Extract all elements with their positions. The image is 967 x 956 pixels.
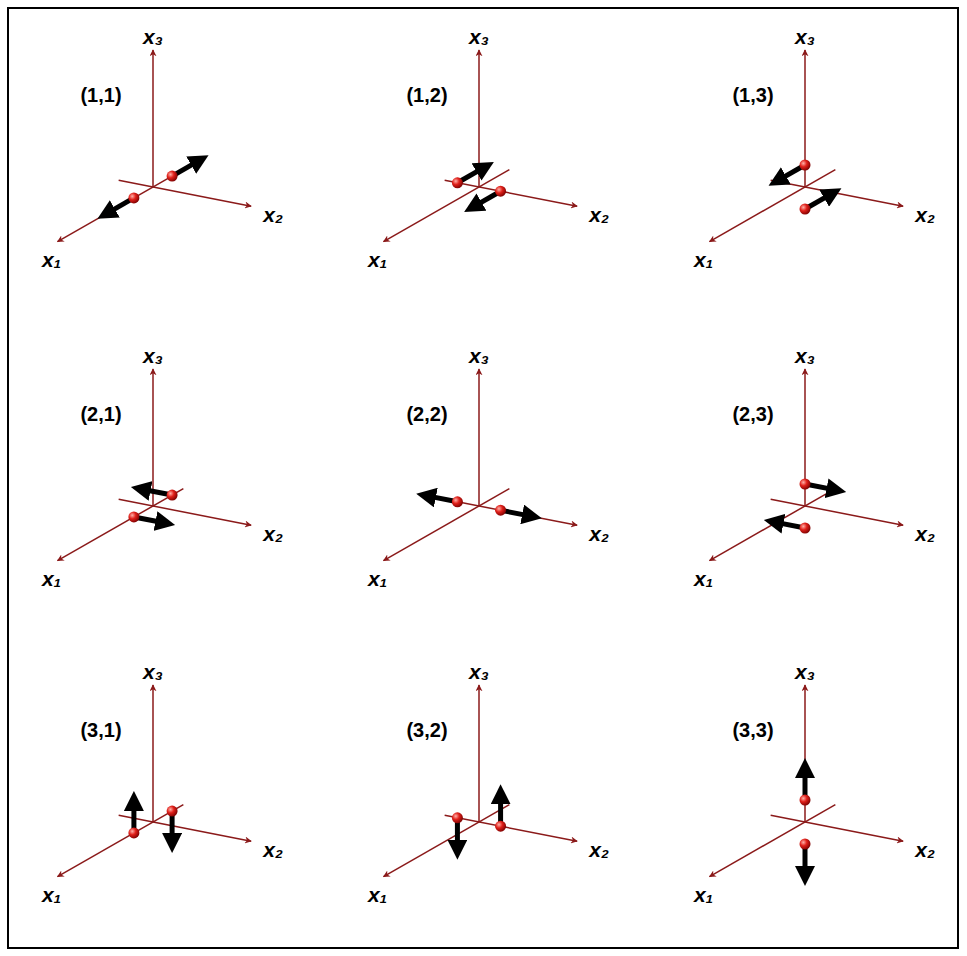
axis-label: x₂ bbox=[263, 204, 283, 225]
axis-label: x₁ bbox=[42, 883, 61, 904]
tensor-panel bbox=[58, 685, 252, 877]
point-mass bbox=[128, 827, 139, 838]
tensor-panel bbox=[384, 685, 578, 877]
tensor-panel bbox=[384, 50, 578, 242]
axis-label: x₃ bbox=[143, 26, 163, 47]
axis-label: x₂ bbox=[589, 839, 609, 860]
axis-label: x₃ bbox=[795, 661, 815, 682]
axis-label: x₂ bbox=[589, 204, 609, 225]
axis-label: x₃ bbox=[469, 661, 489, 682]
coordinate-axis bbox=[445, 180, 577, 206]
axis-label: x₂ bbox=[263, 839, 283, 860]
point-mass bbox=[167, 171, 178, 182]
tensor-panel bbox=[710, 50, 904, 242]
point-mass bbox=[495, 821, 506, 832]
point-mass bbox=[452, 812, 463, 823]
axis-label: x₁ bbox=[694, 567, 713, 588]
coordinate-axis bbox=[119, 815, 251, 841]
point-mass bbox=[800, 795, 811, 806]
point-mass bbox=[800, 479, 811, 490]
axis-label: x₁ bbox=[368, 567, 387, 588]
coordinate-axis bbox=[152, 685, 154, 822]
tensor-panel bbox=[710, 685, 904, 877]
point-mass bbox=[128, 192, 139, 203]
coordinate-axis bbox=[119, 180, 251, 206]
panel-label: (3,3) bbox=[732, 720, 773, 740]
panel-label: (2,2) bbox=[406, 404, 447, 424]
point-mass bbox=[800, 160, 811, 171]
panel-label: (1,3) bbox=[732, 85, 773, 105]
coordinate-axis bbox=[478, 50, 480, 187]
axis-label: x₂ bbox=[915, 839, 935, 860]
coordinate-axis bbox=[384, 489, 510, 561]
axis-label: x₁ bbox=[368, 248, 387, 269]
panel-label: (3,2) bbox=[406, 720, 447, 740]
tensor-panel bbox=[58, 369, 252, 561]
coordinate-axis bbox=[445, 499, 577, 525]
panel-label: (1,2) bbox=[406, 85, 447, 105]
axis-label: x₂ bbox=[915, 204, 935, 225]
point-mass bbox=[167, 490, 178, 501]
axis-label: x₂ bbox=[915, 523, 935, 544]
axis-label: x₃ bbox=[143, 661, 163, 682]
coordinate-axis bbox=[119, 499, 251, 525]
axis-label: x₃ bbox=[469, 345, 489, 366]
panel-label: (1,1) bbox=[80, 85, 121, 105]
tensor-panel bbox=[58, 50, 252, 242]
point-mass bbox=[495, 186, 506, 197]
point-mass bbox=[800, 204, 811, 215]
axis-label: x₂ bbox=[263, 523, 283, 544]
coordinate-axis bbox=[478, 369, 480, 506]
coordinate-axis bbox=[478, 685, 480, 822]
axis-label: x₃ bbox=[795, 345, 815, 366]
point-mass bbox=[452, 496, 463, 507]
tensor-panel bbox=[384, 369, 578, 561]
point-mass bbox=[167, 806, 178, 817]
coordinate-axis bbox=[152, 50, 154, 187]
point-mass bbox=[800, 523, 811, 534]
tensor-panel bbox=[710, 369, 904, 561]
point-mass bbox=[495, 505, 506, 516]
axis-label: x₁ bbox=[42, 567, 61, 588]
axis-label: x₃ bbox=[469, 26, 489, 47]
coordinate-axis bbox=[771, 180, 903, 206]
panel-label: (3,1) bbox=[80, 720, 121, 740]
frame-border bbox=[8, 8, 958, 948]
axis-label: x₁ bbox=[694, 248, 713, 269]
point-mass bbox=[128, 511, 139, 522]
point-mass bbox=[800, 839, 811, 850]
panel-label: (2,1) bbox=[80, 404, 121, 424]
axis-label: x₁ bbox=[368, 883, 387, 904]
panel-label: (2,3) bbox=[732, 404, 773, 424]
coordinate-axis bbox=[445, 815, 577, 841]
axis-label: x₂ bbox=[589, 523, 609, 544]
axis-label: x₃ bbox=[795, 26, 815, 47]
coordinate-axis bbox=[771, 815, 903, 841]
coordinate-axis bbox=[152, 369, 154, 506]
coordinate-axis bbox=[771, 499, 903, 525]
point-mass bbox=[452, 177, 463, 188]
axis-label: x₁ bbox=[694, 883, 713, 904]
axis-label: x₁ bbox=[42, 248, 61, 269]
axis-label: x₃ bbox=[143, 345, 163, 366]
